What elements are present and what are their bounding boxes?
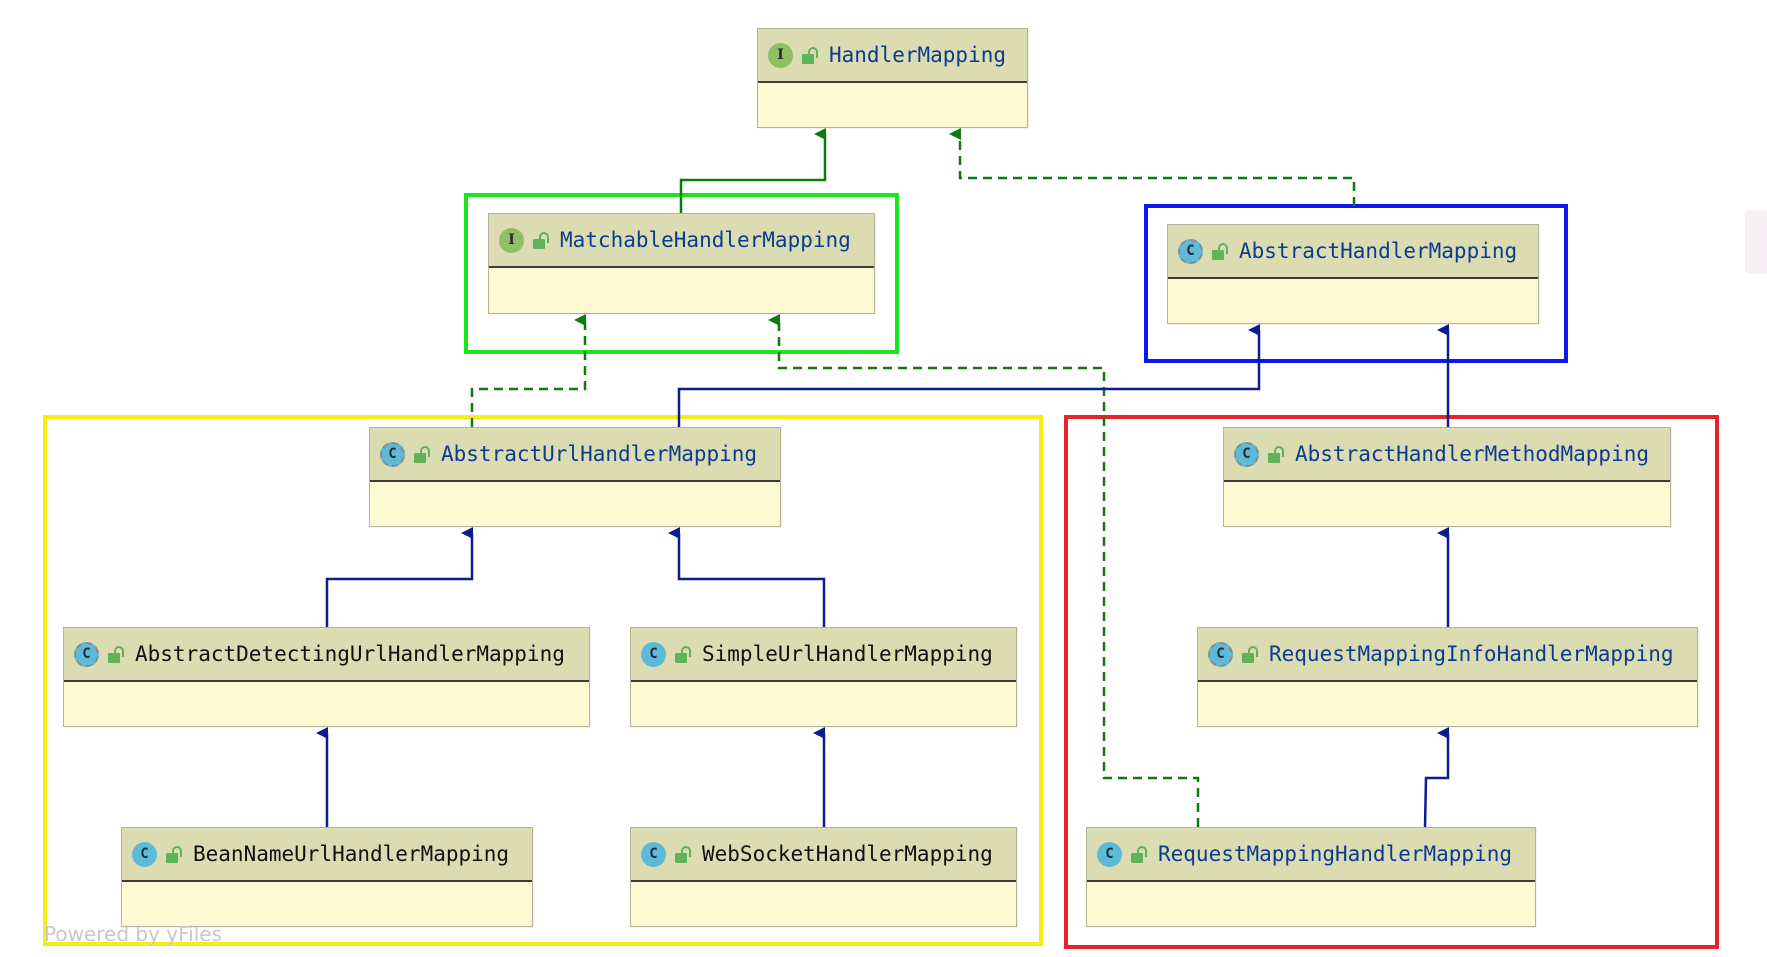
class-node-abstract-handler-method-mapping[interactable]: C AbstractHandlerMethodMapping	[1223, 427, 1671, 527]
group-box-blue	[1144, 204, 1568, 363]
edge-abstracturl-extends-abstracthandler	[677, 324, 1261, 427]
abstract-class-icon: C	[1178, 238, 1203, 264]
class-name-label: BeanNameUrlHandlerMapping	[193, 842, 510, 866]
abstract-class-icon: C	[1208, 641, 1233, 667]
interface-icon: I	[768, 42, 793, 68]
class-node-header: C AbstractDetectingUrlHandlerMapping	[64, 628, 589, 682]
class-name-label: AbstractHandlerMethodMapping	[1295, 442, 1650, 466]
class-node-header: C AbstractHandlerMethodMapping	[1224, 428, 1670, 482]
class-node-handler-mapping[interactable]: I HandlerMapping	[757, 28, 1028, 128]
class-node-header: C WebSocketHandlerMapping	[631, 828, 1016, 882]
abstract-class-icon: C	[380, 441, 405, 467]
class-name-label: MatchableHandlerMapping	[560, 228, 851, 252]
abstract-class-icon: C	[1234, 441, 1259, 467]
class-node-header: C SimpleUrlHandlerMapping	[631, 628, 1016, 682]
edge-requestmapping-extends-info	[1423, 727, 1450, 828]
interface-icon: I	[499, 227, 524, 253]
public-lock-icon	[411, 444, 429, 464]
watermark: Powered by yFiles	[44, 922, 222, 946]
class-name-label: HandlerMapping	[829, 43, 1007, 67]
class-node-header: C RequestMappingInfoHandlerMapping	[1198, 628, 1697, 682]
edge-simple-extends-abstracturl	[668, 527, 826, 627]
class-node-request-mapping-handler-mapping[interactable]: C RequestMappingHandlerMapping	[1086, 827, 1536, 927]
class-name-label: RequestMappingHandlerMapping	[1158, 842, 1513, 866]
class-name-label: AbstractDetectingUrlHandlerMapping	[135, 642, 565, 666]
class-node-bean-name-url-handler-mapping[interactable]: C BeanNameUrlHandlerMapping	[121, 827, 533, 927]
class-node-web-socket-handler-mapping[interactable]: C WebSocketHandlerMapping	[630, 827, 1017, 927]
abstract-class-icon: C	[74, 641, 99, 667]
class-node-header: C RequestMappingHandlerMapping	[1087, 828, 1535, 882]
class-name-label: SimpleUrlHandlerMapping	[702, 642, 993, 666]
class-node-matchable-handler-mapping[interactable]: I MatchableHandlerMapping	[488, 213, 875, 314]
class-name-label: RequestMappingInfoHandlerMapping	[1269, 642, 1674, 666]
public-lock-icon	[105, 644, 123, 664]
class-node-abstract-url-handler-mapping[interactable]: C AbstractUrlHandlerMapping	[369, 427, 781, 527]
group-box-yellow	[43, 415, 1043, 946]
class-icon: C	[641, 641, 666, 667]
class-name-label: WebSocketHandlerMapping	[702, 842, 993, 866]
public-lock-icon	[1128, 844, 1146, 864]
public-lock-icon	[1209, 241, 1227, 261]
class-name-label: AbstractUrlHandlerMapping	[441, 442, 758, 466]
class-node-simple-url-handler-mapping[interactable]: C SimpleUrlHandlerMapping	[630, 627, 1017, 727]
class-icon: C	[132, 841, 157, 867]
public-lock-icon	[799, 45, 817, 65]
group-box-red	[1064, 415, 1719, 949]
edge-matchable-extends-handlermapping	[679, 128, 827, 213]
class-icon: C	[1097, 841, 1122, 867]
public-lock-icon	[1265, 444, 1283, 464]
side-panel-tab[interactable]	[1745, 210, 1767, 274]
public-lock-icon	[1239, 644, 1257, 664]
class-node-header: C AbstractUrlHandlerMapping	[370, 428, 780, 482]
class-node-header: I MatchableHandlerMapping	[489, 214, 874, 268]
edge-abstracturl-implements-matchable	[470, 314, 587, 427]
class-node-header: I HandlerMapping	[758, 29, 1027, 83]
class-node-abstract-detecting-url-handler-mapping[interactable]: C AbstractDetectingUrlHandlerMapping	[63, 627, 590, 727]
class-icon: C	[641, 841, 666, 867]
public-lock-icon	[672, 844, 690, 864]
public-lock-icon	[163, 844, 181, 864]
class-name-label: AbstractHandlerMapping	[1239, 239, 1518, 263]
public-lock-icon	[672, 644, 690, 664]
class-node-header: C BeanNameUrlHandlerMapping	[122, 828, 532, 882]
edge-detecting-extends-abstracturl	[325, 527, 474, 627]
edge-requestmapping-implements-matchable	[768, 314, 1200, 827]
class-node-abstract-handler-mapping[interactable]: C AbstractHandlerMapping	[1167, 224, 1539, 324]
class-node-header: C AbstractHandlerMapping	[1168, 225, 1538, 279]
class-node-request-mapping-info-handler-mapping[interactable]: C RequestMappingInfoHandlerMapping	[1197, 627, 1698, 727]
public-lock-icon	[530, 230, 548, 250]
edge-abstracthandlermapping-implements-handlermapping	[949, 128, 1356, 206]
